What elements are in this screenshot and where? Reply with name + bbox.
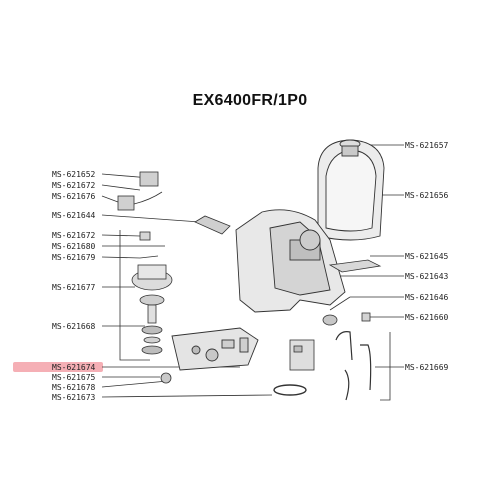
part-label[interactable]: MS-621678 <box>52 383 96 392</box>
seal-stack <box>141 325 163 355</box>
part-label[interactable]: MS-621660 <box>405 313 449 322</box>
part-label[interactable]: MS-621679 <box>52 253 96 262</box>
clip-part <box>361 312 371 322</box>
bracket-line <box>119 230 150 361</box>
knob-part <box>160 372 172 384</box>
part-label[interactable]: MS-621677 <box>52 283 96 292</box>
part-label-highlighted[interactable]: MS-621674 <box>52 363 96 372</box>
leader-line <box>101 184 141 191</box>
leader-line <box>101 195 119 203</box>
leader-line <box>101 256 141 259</box>
part-label[interactable]: MS-621680 <box>52 242 96 251</box>
part-label[interactable]: MS-621672 <box>52 231 96 240</box>
tank-lid <box>339 139 361 157</box>
leader-line <box>101 234 141 237</box>
selected-part-highlight <box>13 362 103 372</box>
drip-tray-part <box>194 215 231 235</box>
pump-assembly <box>131 264 173 324</box>
part-label[interactable]: MS-621675 <box>52 373 96 382</box>
part-label[interactable]: MS-621668 <box>52 322 96 331</box>
part-label[interactable]: MS-621672 <box>52 181 96 190</box>
small-fittings <box>139 231 165 259</box>
hose-set <box>335 331 372 401</box>
leader-line <box>101 380 169 388</box>
control-panel <box>171 327 259 371</box>
part-label[interactable]: MS-621643 <box>405 272 449 281</box>
leader-line <box>329 296 351 311</box>
part-label[interactable]: MS-621646 <box>405 293 449 302</box>
valve-assembly <box>117 171 163 211</box>
plate-part <box>328 259 382 273</box>
bracket-line <box>380 332 391 401</box>
ring-gasket <box>273 384 307 396</box>
part-label[interactable]: MS-621652 <box>52 170 96 179</box>
part-label[interactable]: MS-621656 <box>405 191 449 200</box>
part-label[interactable]: MS-621673 <box>52 393 96 402</box>
leader-line <box>101 214 201 223</box>
part-label[interactable]: MS-621645 <box>405 252 449 261</box>
main-housing <box>235 209 346 313</box>
water-tank <box>317 139 385 241</box>
round-part <box>322 314 338 326</box>
diagram-title: EX6400FR/1P0 <box>192 92 308 109</box>
part-label[interactable]: MS-621676 <box>52 192 96 201</box>
circuit-board <box>289 339 315 371</box>
part-label[interactable]: MS-621669 <box>405 363 449 372</box>
leader-line <box>101 394 273 398</box>
part-label[interactable]: MS-621644 <box>52 211 96 220</box>
part-label[interactable]: MS-621657 <box>405 141 449 150</box>
